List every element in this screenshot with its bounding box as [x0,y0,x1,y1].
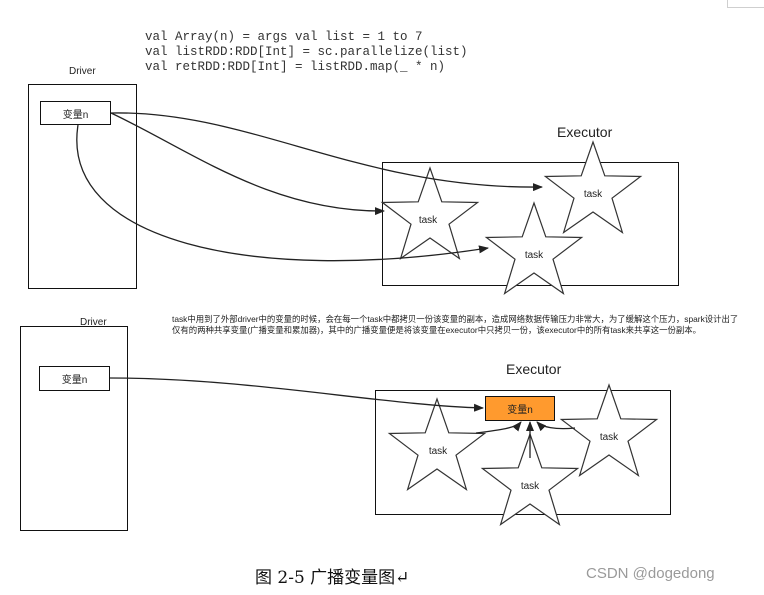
bottom-driver-box [20,326,128,531]
arrow-task-1-to-broadcast [475,421,522,434]
task-label: task [600,432,619,443]
task-label: task [525,250,544,261]
top-executor-box [382,162,679,286]
code-line: val Array(n) = args val list = 1 to 7 [145,30,423,44]
broadcast-variable-box: 变量n [485,396,555,421]
top-driver-label: Driver [69,66,96,77]
arrow-driver-to-broadcast [109,377,484,412]
code-line: val listRDD:RDD[Int] = sc.parallelize(li… [145,45,468,59]
figure-caption: 图 2-5 广播变量图↵ [255,568,410,588]
watermark: CSDN @dogedong [586,565,715,582]
bottom-task-star-3: task [480,432,580,526]
top-task-star-2: task [543,140,643,234]
bottom-task-star-2: task [559,383,659,477]
top-driver-box [28,84,137,289]
arrow-to-task-1 [110,112,385,216]
arrow-to-task-3 [76,124,489,262]
page-corner-mark [727,0,764,8]
code-line: val retRDD:RDD[Int] = listRDD.map(_ * n) [145,60,446,74]
top-task-star-1: task [380,166,480,260]
description-text: task中用到了外部driver中的变量的时候，会在每一个task中都拷贝一份该… [172,314,739,335]
task-label: task [584,189,603,200]
top-executor-label: Executor [557,124,613,140]
task-label: task [429,446,448,457]
task-label: task [521,481,540,492]
bottom-executor-box [375,390,671,515]
top-variable-box: 变量n [40,101,111,125]
task-label: task [419,215,438,226]
bottom-executor-label: Executor [506,361,562,377]
arrow-to-task-2 [110,112,543,192]
bottom-driver-label: Driver [80,317,107,328]
bottom-task-star-1: task [387,397,487,491]
bottom-variable-box: 变量n [39,366,110,391]
arrow-task-2-to-broadcast [536,421,576,432]
top-task-star-3: task [484,201,584,295]
